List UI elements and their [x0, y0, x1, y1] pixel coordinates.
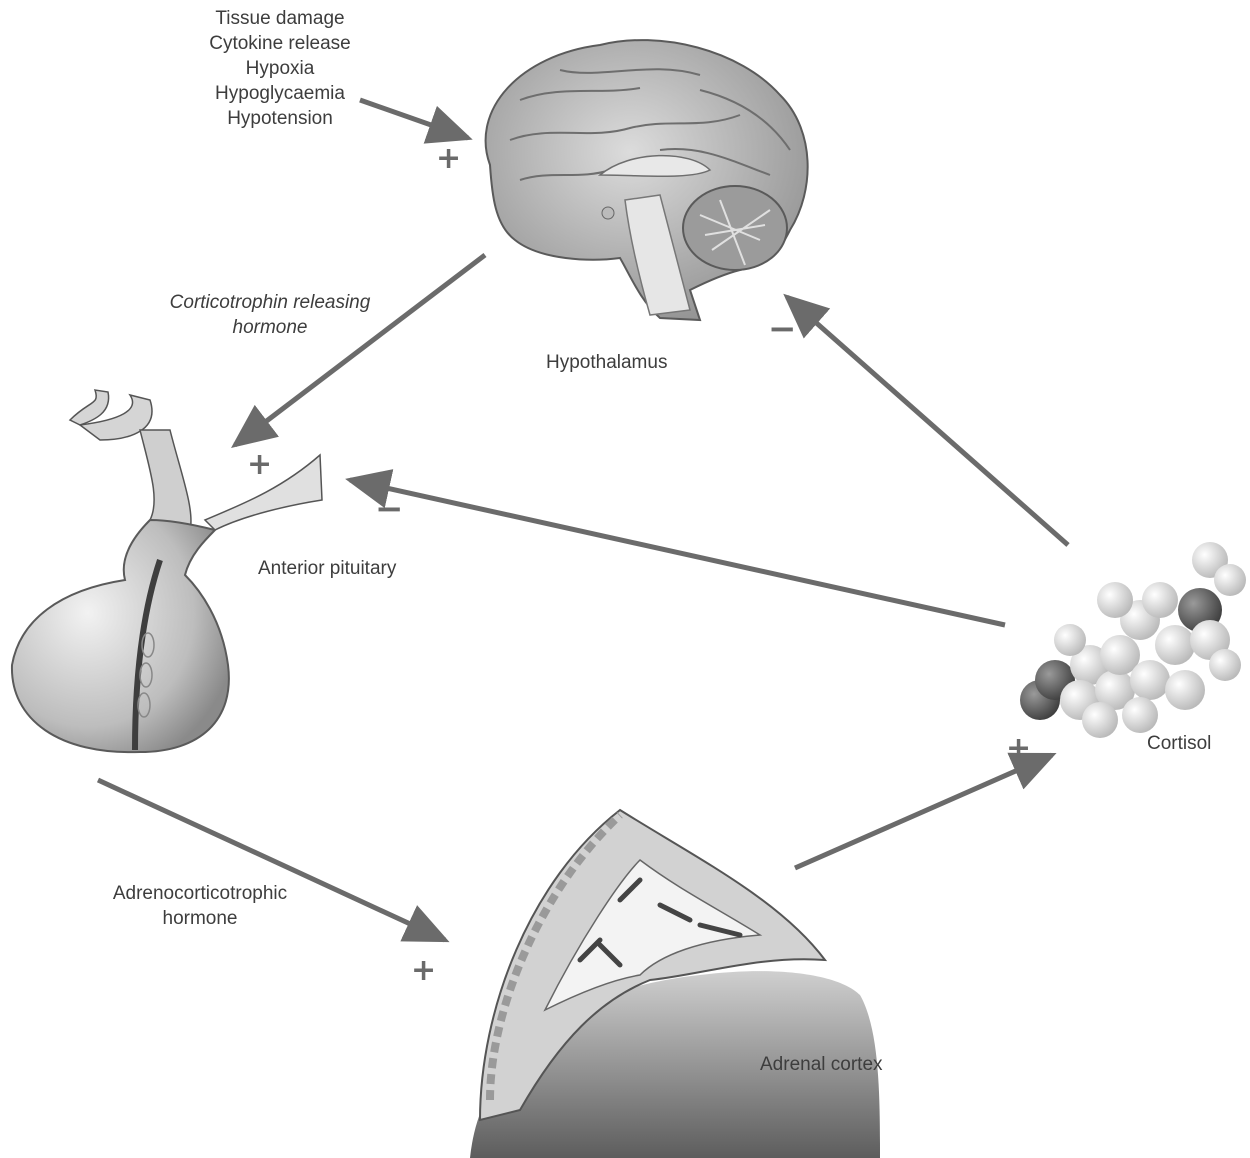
stimulus-item: Cytokine release	[180, 31, 380, 56]
cortisol-label: Cortisol	[1147, 731, 1211, 756]
sign-adrenal-plus: +	[1006, 731, 1031, 766]
arrow-hypothalamus-to-pituitary	[235, 255, 485, 445]
sign-acth-plus: +	[411, 953, 436, 988]
adrenal-cortex-label: Adrenal cortex	[760, 1052, 883, 1077]
acth-label: Adrenocorticotrophic hormone	[95, 881, 305, 931]
sign-crh-plus: +	[247, 447, 272, 482]
arrow-cortisol-to-pituitary	[350, 480, 1005, 625]
hypothalamus-label: Hypothalamus	[546, 350, 667, 375]
stimulus-item: Hypoxia	[180, 56, 380, 81]
cortisol-molecule	[1020, 542, 1246, 738]
sign-hypothalamus-minus: −	[768, 309, 797, 349]
acth-label-line1: Adrenocorticotrophic	[95, 881, 305, 906]
stimuli-list: Tissue damage Cytokine release Hypoxia H…	[180, 6, 380, 131]
anterior-pituitary-label: Anterior pituitary	[258, 556, 396, 581]
brain-illustration	[486, 40, 808, 320]
crh-label-line1: Corticotrophin releasing	[150, 290, 390, 315]
adrenal-illustration	[470, 810, 880, 1158]
crh-label-line2: hormone	[150, 315, 390, 340]
arrow-cortisol-to-hypothalamus	[787, 297, 1068, 545]
stimulus-item: Tissue damage	[180, 6, 380, 31]
crh-label: Corticotrophin releasing hormone	[150, 290, 390, 340]
acth-label-line2: hormone	[95, 906, 305, 931]
stimulus-item: Hypoglycaemia	[180, 81, 380, 106]
sign-stimuli-plus: +	[436, 141, 461, 176]
stimulus-item: Hypotension	[180, 106, 380, 131]
arrow-adrenal-to-cortisol	[795, 755, 1052, 868]
sign-pituitary-minus: −	[375, 489, 404, 529]
